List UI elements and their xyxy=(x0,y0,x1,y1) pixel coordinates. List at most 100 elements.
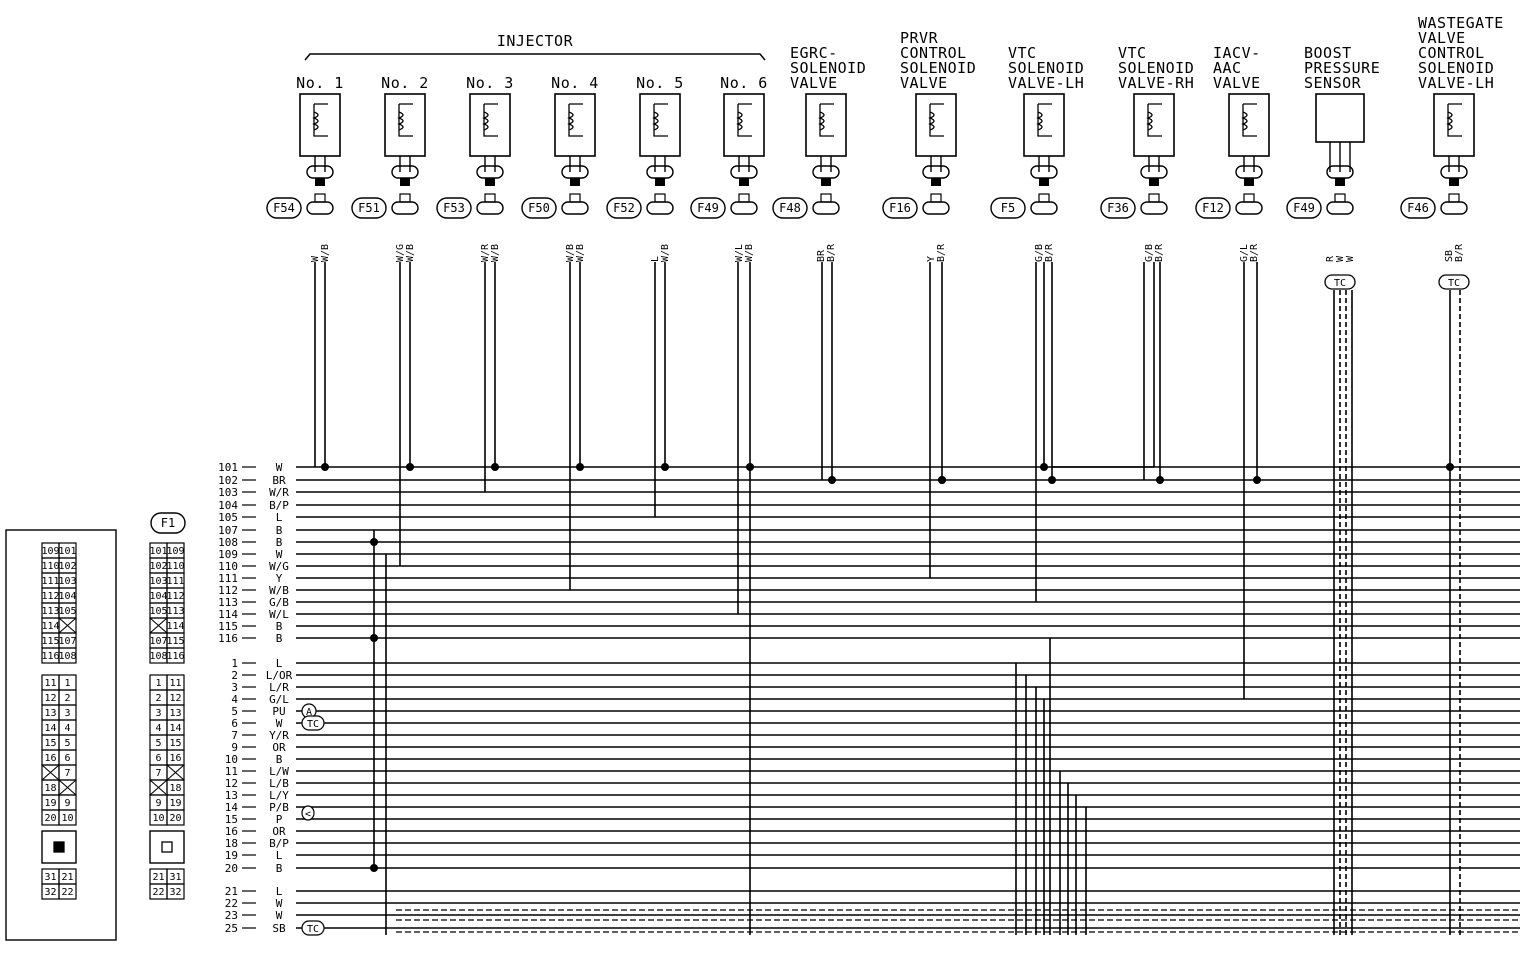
connector-id-badge xyxy=(436,197,472,219)
pin-wire-code: SB xyxy=(272,922,286,935)
pin-wire-code: P xyxy=(276,813,283,826)
connector-latch-icon xyxy=(1149,178,1159,186)
connector-id: F49 xyxy=(1293,201,1315,215)
cavity-number: 6 xyxy=(155,753,161,764)
wire-color-code: Y xyxy=(926,256,937,262)
component-title-line: VALVE xyxy=(900,74,948,92)
component-title-line: IACV- xyxy=(1213,44,1261,62)
splice-dot xyxy=(1156,476,1164,484)
component-title-line: EGRC- xyxy=(790,44,838,62)
cavity-number: 104 xyxy=(58,591,76,602)
pin-wire-code: Y/R xyxy=(269,729,289,742)
connector-latch-icon xyxy=(931,178,941,186)
cavity-number: 111 xyxy=(41,576,59,587)
connector-id: F5 xyxy=(1001,201,1015,215)
pin-number: 6 xyxy=(231,717,238,730)
component-body xyxy=(723,93,765,157)
component-title-line: PRVR xyxy=(900,29,939,47)
cavity-number: 9 xyxy=(64,798,70,809)
cavity-number: 5 xyxy=(155,738,161,749)
pin-wire-code: W xyxy=(276,548,283,561)
connector-id-badge xyxy=(266,197,302,219)
component-title-line: No. 4 xyxy=(551,74,599,92)
pin-wire-code: L xyxy=(276,511,283,524)
coil-icon xyxy=(652,103,668,137)
component-body xyxy=(469,93,511,157)
connector-id-badge xyxy=(1286,197,1322,219)
cavity-number: 5 xyxy=(64,738,70,749)
pin-marker-badge xyxy=(301,715,325,731)
connector-latch-icon xyxy=(485,178,495,186)
connector-socket-icon xyxy=(922,201,950,215)
wire-color-code: W xyxy=(1345,255,1356,262)
connector-id: F51 xyxy=(358,201,380,215)
component-title-line: VALVE xyxy=(1418,29,1466,47)
connector-id-badge xyxy=(1100,197,1136,219)
cavity-number: 110 xyxy=(166,561,184,572)
connector-socket-icon xyxy=(306,201,334,215)
pin-number: 102 xyxy=(218,474,238,487)
connector-socket-icon xyxy=(730,201,758,215)
component-body xyxy=(915,93,957,157)
pin-number: 22 xyxy=(225,897,238,910)
coil-icon xyxy=(482,103,498,137)
connector-latch-icon xyxy=(400,178,410,186)
shield-label: TC xyxy=(1448,278,1460,289)
connector-latch-icon xyxy=(1334,193,1346,203)
connector-id: F52 xyxy=(613,201,635,215)
wire-color-code: G/B xyxy=(1144,244,1155,262)
component-body xyxy=(1433,93,1475,157)
cavity-number: 104 xyxy=(149,591,167,602)
pin-number: 11 xyxy=(225,765,238,778)
sensor-body xyxy=(1315,93,1365,143)
connector-id: F48 xyxy=(779,201,801,215)
connector-id: F50 xyxy=(528,201,550,215)
pin-wire-code: P/B xyxy=(269,801,289,814)
blank-cavity-icon xyxy=(58,617,77,634)
cavity-number: 108 xyxy=(149,651,167,662)
connector-plug-icon xyxy=(476,165,504,179)
wire-layer xyxy=(296,262,1520,935)
pin-number: 107 xyxy=(218,524,238,537)
component-body xyxy=(1133,93,1175,157)
splice-dot xyxy=(1446,463,1454,471)
blank-cavity-icon xyxy=(41,764,60,781)
component-title-line: CONTROL xyxy=(900,44,967,62)
cavity-number: 115 xyxy=(166,636,184,647)
wire-color-code: B/R xyxy=(826,243,837,262)
pin-number: 5 xyxy=(231,705,238,718)
splice-dot xyxy=(406,463,414,471)
pin-number: 15 xyxy=(225,813,238,826)
component-title-line: VTC xyxy=(1008,44,1037,62)
pin-number: 20 xyxy=(225,862,238,875)
cavity-number: 32 xyxy=(44,887,56,898)
component-title-line: No. 3 xyxy=(466,74,514,92)
cavity-number: 13 xyxy=(44,708,56,719)
component-body xyxy=(639,93,681,157)
pin-wire-code: B xyxy=(276,862,283,875)
cavity-number: 107 xyxy=(58,636,76,647)
pin-wire-code: W xyxy=(276,461,283,474)
connector-id-badge xyxy=(1195,197,1231,219)
splice-dot xyxy=(321,463,329,471)
pin-number: 2 xyxy=(231,669,238,682)
pin-wire-code: B xyxy=(276,632,283,645)
wire-color-code: G/B xyxy=(1034,244,1045,262)
component-title-line: VALVE-LH xyxy=(1418,74,1494,92)
lock-tab-icon xyxy=(161,841,173,853)
connector-id-badge xyxy=(1400,197,1436,219)
connector-socket-icon xyxy=(1235,201,1263,215)
pin-wire-code: G/L xyxy=(269,693,289,706)
connector-latch-icon xyxy=(739,178,749,186)
connector-latch-icon xyxy=(1244,178,1254,186)
connector-plug-icon xyxy=(391,165,419,179)
coil-icon xyxy=(1241,103,1257,137)
connector-plug-icon xyxy=(922,165,950,179)
pin-marker: TC xyxy=(307,924,319,935)
cavity-number: 31 xyxy=(169,872,181,883)
cavity-number: 18 xyxy=(169,783,181,794)
cavity-number: 102 xyxy=(149,561,167,572)
